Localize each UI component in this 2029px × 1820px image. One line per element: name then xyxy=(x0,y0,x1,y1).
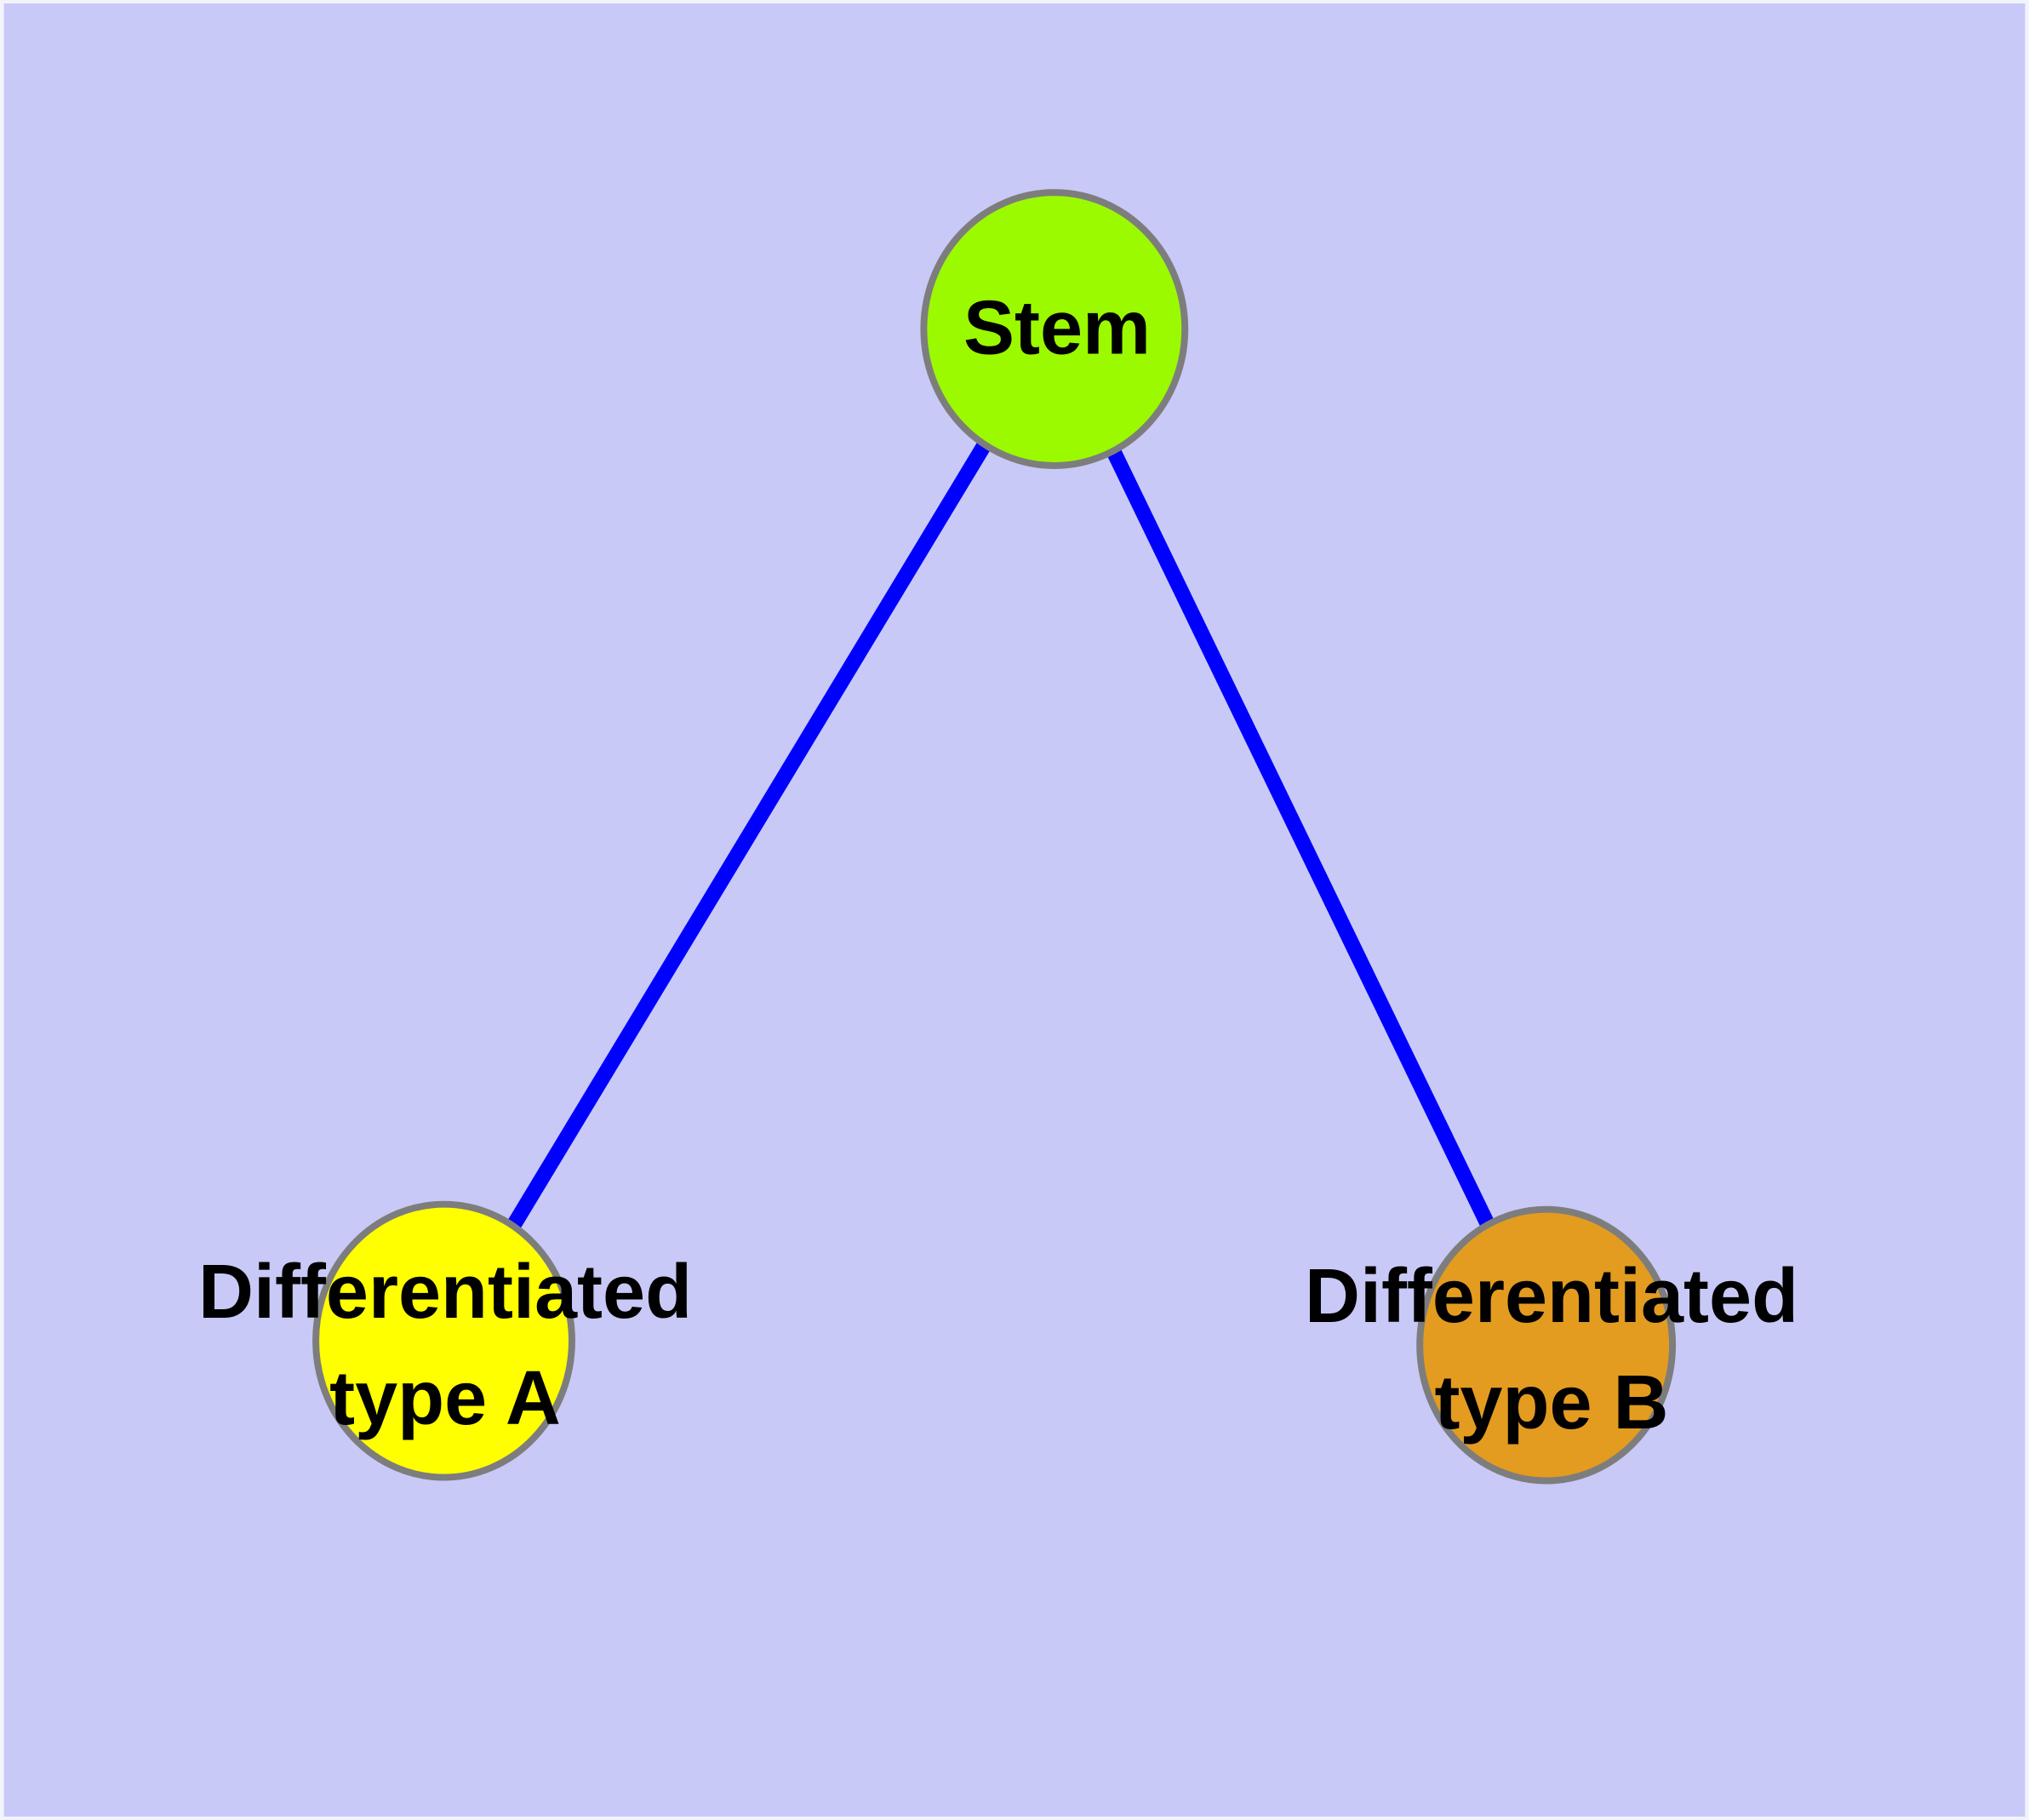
graph-canvas xyxy=(3,3,2026,1817)
edge-stem-to-type-a xyxy=(437,324,1061,1345)
edge-stem-to-type-b xyxy=(1047,325,1553,1348)
node-circle-differentiated-type-a xyxy=(312,1200,575,1481)
node-circle-differentiated-type-b xyxy=(1416,1205,1677,1485)
node-circle-stem xyxy=(920,189,1189,469)
